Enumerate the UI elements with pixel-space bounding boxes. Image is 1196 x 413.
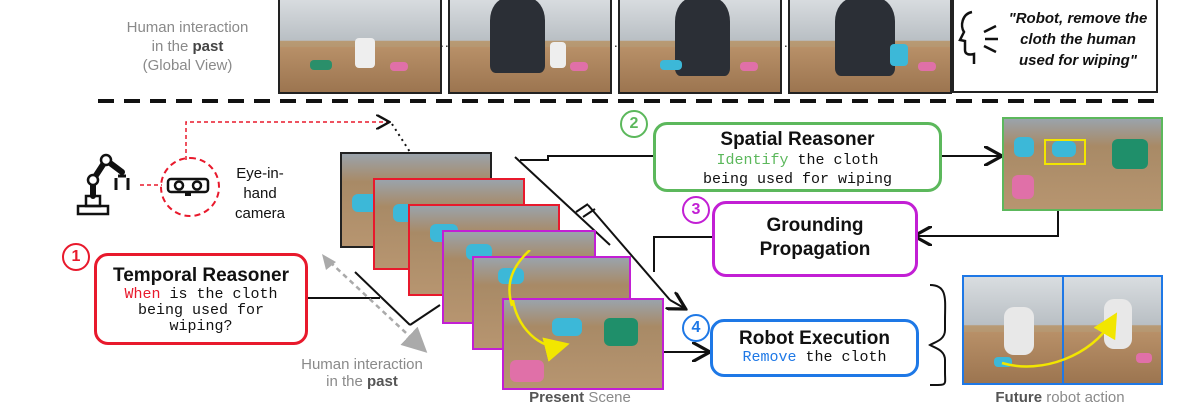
present-scene-frame	[502, 298, 664, 390]
present-label-bold: Present	[529, 389, 585, 406]
future-action-label: Future robot action	[960, 389, 1160, 406]
past-label-prefix: in the	[151, 38, 193, 55]
past-bottom-bold: past	[367, 373, 398, 390]
spatial-reasoner-line1: Identify the cloth	[656, 151, 939, 170]
camera-highlight-circle	[160, 157, 220, 217]
grounding-propagation-box: Grounding Propagation	[712, 201, 918, 277]
grounding-line2: Propagation	[759, 239, 871, 260]
execution-keyword: Remove	[742, 349, 797, 366]
robot-execution-title: Robot Execution	[739, 328, 890, 349]
future-trajectory	[1001, 312, 1118, 368]
instruction-line1: "Robot, remove the	[1008, 10, 1148, 27]
spatial-reasoner-line2: being used for wiping	[702, 171, 893, 188]
step-1-badge: 1	[62, 243, 90, 271]
temporal-line2: being used for	[137, 302, 265, 319]
instruction-line2: cloth the human	[1020, 31, 1136, 48]
spatial-line1-rest: the cloth	[788, 152, 879, 169]
spatial-reasoner-box: Spatial Reasoner Identify the cloth bein…	[653, 122, 942, 192]
temporal-line1: When is the cloth	[97, 287, 305, 303]
future-label-rest: robot action	[1042, 389, 1125, 406]
past-label-line1: Human interaction	[126, 19, 249, 36]
instruction-line3: used for wiping"	[1019, 52, 1137, 69]
trajectory-upper	[508, 250, 531, 307]
camera-label-line1: Eye-in-hand	[236, 165, 284, 202]
past-frame-3	[618, 0, 782, 94]
camera-label-line2: camera	[234, 205, 286, 222]
grounding-line1: Grounding	[766, 215, 864, 236]
past-bottom-line1: Human interaction	[301, 356, 423, 373]
motion-trajectory	[511, 300, 570, 362]
spatial-result-image	[1002, 117, 1163, 211]
past-global-view-label: Human interaction in the past (Global Vi…	[100, 18, 275, 75]
past-bottom-line2: in the past	[282, 373, 442, 390]
future-label-bold: Future	[995, 389, 1043, 406]
speaking-head-icon	[958, 10, 998, 64]
present-label-rest: Scene	[584, 389, 631, 406]
detection-bounding-box	[1044, 139, 1086, 165]
past-frame-2	[448, 0, 612, 94]
step-4-badge: 4	[682, 314, 710, 342]
robot-execution-line1: Remove the cloth	[713, 350, 916, 366]
temporal-reasoner-box: Temporal Reasoner When is the cloth bein…	[94, 253, 308, 345]
temporal-line3: wiping?	[169, 318, 233, 335]
step-2-badge: 2	[620, 110, 648, 138]
past-frame-1	[278, 0, 442, 94]
past-label-bold: past	[192, 38, 224, 55]
past-label-line3: (Global View)	[142, 57, 233, 74]
camera-icon	[166, 177, 210, 196]
step-3-badge: 3	[682, 196, 710, 224]
past-label-line2: in the past	[100, 37, 275, 56]
spatial-keyword: Identify	[716, 152, 789, 169]
past-frame-4	[788, 0, 952, 94]
execution-line1-rest: the cloth	[796, 349, 887, 366]
past-bottom-prefix: in the	[326, 373, 368, 390]
camera-label: Eye-in-hand camera	[220, 164, 300, 224]
user-instruction-box: "Robot, remove the cloth the human used …	[952, 0, 1158, 93]
robot-arm-icon	[76, 153, 130, 216]
future-action-frame-1	[962, 275, 1066, 385]
section-separator	[98, 99, 1160, 103]
temporal-keyword: When	[124, 286, 161, 303]
spatial-reasoner-title: Spatial Reasoner	[720, 129, 875, 150]
instruction-text: "Robot, remove the cloth the human used …	[1002, 8, 1154, 71]
present-scene-label: Present Scene	[500, 389, 660, 406]
temporal-reasoner-title: Temporal Reasoner	[113, 265, 289, 286]
temporal-line1-rest: is the cloth	[160, 286, 278, 303]
past-interaction-label: Human interaction in the past	[282, 356, 442, 390]
robot-execution-box: Robot Execution Remove the cloth	[710, 319, 919, 377]
